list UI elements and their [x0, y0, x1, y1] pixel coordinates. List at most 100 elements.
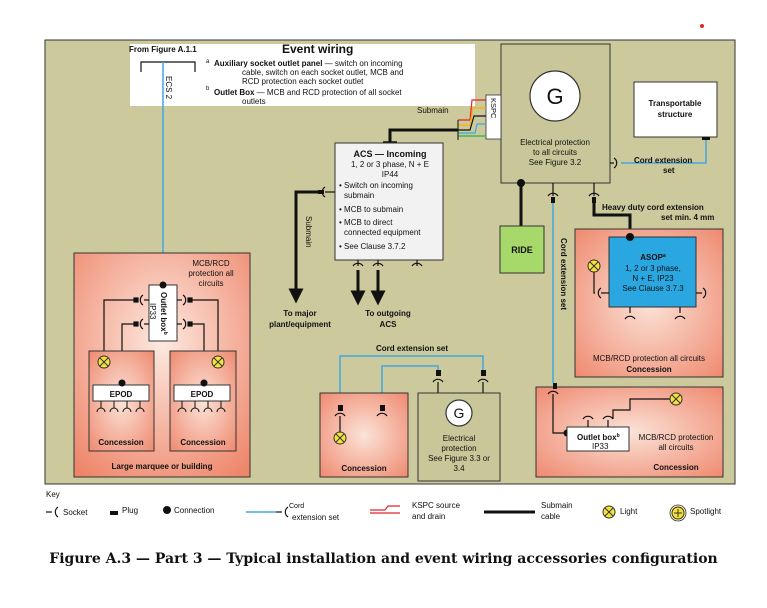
asop-line3: N + E, IP23 [632, 274, 674, 283]
red-dot [700, 24, 704, 28]
asop-connection [626, 233, 634, 241]
marquee-mcb-l2: protection all [188, 269, 234, 278]
key-plug: Plug [110, 506, 138, 515]
heavy-duty-cord [592, 203, 632, 237]
transportable-l1: Transportable [649, 99, 702, 108]
submain-gen-to-acs [388, 128, 458, 142]
marquee-concession-1-label: Concession [98, 438, 143, 447]
marquee-footer-label: Large marquee or building [112, 462, 213, 471]
heavy-duty-l1: Heavy duty cord extension [602, 203, 704, 212]
key-light: Light [602, 505, 638, 519]
key-submain-l2: cable [541, 512, 561, 521]
acs-bullet-2: • MCB to submain [339, 205, 403, 214]
cord-ext-1-l1: Cord extension [634, 156, 692, 165]
key-plug-label: Plug [122, 506, 138, 515]
asop-zone-label: MCB/RCD protection all circuits [593, 354, 705, 363]
notes-panel [130, 44, 475, 106]
asop-line4: See Clause 3.7.3 [622, 284, 684, 293]
small-concession-socket-2 [376, 412, 388, 417]
note-b-line2: outlets [242, 97, 266, 106]
plug-icon [110, 511, 118, 515]
right-light-cable [612, 398, 670, 419]
key-submain-l1: Submain [541, 501, 573, 510]
small-concession-socket-1 [334, 412, 346, 417]
from-figure-label: From Figure A.1.1 [129, 45, 197, 54]
cord-ext-1-l2: set [663, 166, 675, 175]
note-a-line3: RCD protection each socket outlet [242, 77, 364, 86]
heavy-duty-l2: set min. 4 mm [661, 213, 714, 222]
transportable-l2: structure [658, 110, 693, 119]
marquee-outlet-connection [159, 281, 167, 289]
small-gen-cord-1 [339, 355, 484, 405]
marquee-mcb-l1: MCB/RCD [192, 259, 230, 268]
acs-bullet-1: • Switch on incoming [339, 181, 413, 190]
right-mcb-l1: MCB/RCD protection [639, 433, 714, 442]
note-b-line1: Outlet Box — MCB and RCD protection of a… [214, 88, 402, 97]
key-title: Key [46, 490, 60, 499]
marquee-concession-2-label: Concession [180, 438, 225, 447]
kspc-leads [457, 99, 486, 140]
small-gen-cord-2 [381, 365, 439, 405]
epod-2-sockets [177, 401, 226, 413]
asop-bottom-sockets [624, 307, 686, 320]
small-gen-p-l3: See Figure 3.3 or [428, 454, 490, 463]
note-a-line1: Auxiliary socket outlet panel — switch o… [214, 59, 403, 68]
to-outgoing-l2: ACS [380, 320, 398, 329]
asop-concession: Concession [626, 365, 671, 374]
to-major-l1: To major [283, 309, 316, 318]
marquee-outlet-box [148, 284, 178, 342]
small-gen-p-l1: Electrical [443, 434, 476, 443]
asop-title: ASOPa [640, 253, 666, 262]
acs-bullet-1b: submain [344, 191, 374, 200]
ecs-label: ECS 2 [164, 76, 173, 100]
connection-icon [163, 506, 171, 514]
transportable-structure [633, 81, 718, 138]
ecs-bracket [140, 61, 196, 72]
cord-to-transportable [621, 140, 707, 164]
key-submain: Submain cable [484, 501, 573, 521]
submain-label-top: Submain [417, 106, 449, 115]
right-concession-label: Concession [653, 463, 698, 472]
small-gen-p-l4: 3.4 [453, 464, 465, 473]
gen-protection-l3: See Figure 3.2 [529, 158, 582, 167]
key-cord: Cord extension set [246, 503, 340, 522]
acs-title: ACS — Incoming [353, 149, 426, 159]
key-connection-label: Connection [174, 506, 214, 515]
cord-vertical-label: Cord extension set [559, 238, 568, 310]
page-title: Event wiring [282, 42, 353, 56]
generator-icon [529, 70, 581, 122]
epod-2-label: EPOD [191, 390, 214, 399]
submain-to-major [288, 190, 318, 304]
small-gen-icon [445, 399, 473, 427]
small-gen-socket-1 [432, 378, 444, 383]
generator-symbol: G [546, 84, 563, 109]
small-gen-symbol: G [454, 405, 465, 421]
to-major-l2: plant/equipment [269, 320, 331, 329]
kspc-icon [370, 505, 400, 511]
gen-protection-l1: Electrical protection [520, 138, 590, 147]
right-outlet-box [566, 426, 630, 452]
key-cord-l2: extension set [292, 513, 340, 522]
key-kspc-l2: and drain [412, 512, 445, 521]
acs-bullet-3b: connected equipment [344, 228, 421, 237]
socket-gen-right [613, 157, 618, 169]
asop-socket-right [702, 287, 707, 299]
key-cord-l1: Cord [289, 503, 304, 510]
asop-line2: 1, 2 or 3 phase, [625, 264, 681, 273]
figure-caption: Figure A.3 — Part 3 — Typical installati… [49, 551, 718, 567]
gen-protection-l2: to all circuits [533, 148, 577, 157]
small-concession-label: Concession [341, 464, 386, 473]
marquee-mcb-l3: circuits [199, 279, 224, 288]
key-kspc: KSPC source and drain [370, 501, 461, 521]
acs-bullet-4: • See Clause 3.7.2 [339, 242, 406, 251]
key-socket: Socket [46, 506, 88, 518]
marquee-outlet-ip: IP33 [148, 303, 157, 320]
epod-1-sockets [96, 401, 145, 413]
gen-connection-ride [517, 179, 525, 187]
acs-line2: 1, 2 or 3 phase, N + E [351, 160, 429, 169]
kspc-strip [485, 94, 502, 140]
marquee-outlet-sockets [139, 294, 187, 330]
acs-panel [334, 142, 444, 261]
marquee-outlet-label: Outlet boxb [159, 292, 168, 335]
